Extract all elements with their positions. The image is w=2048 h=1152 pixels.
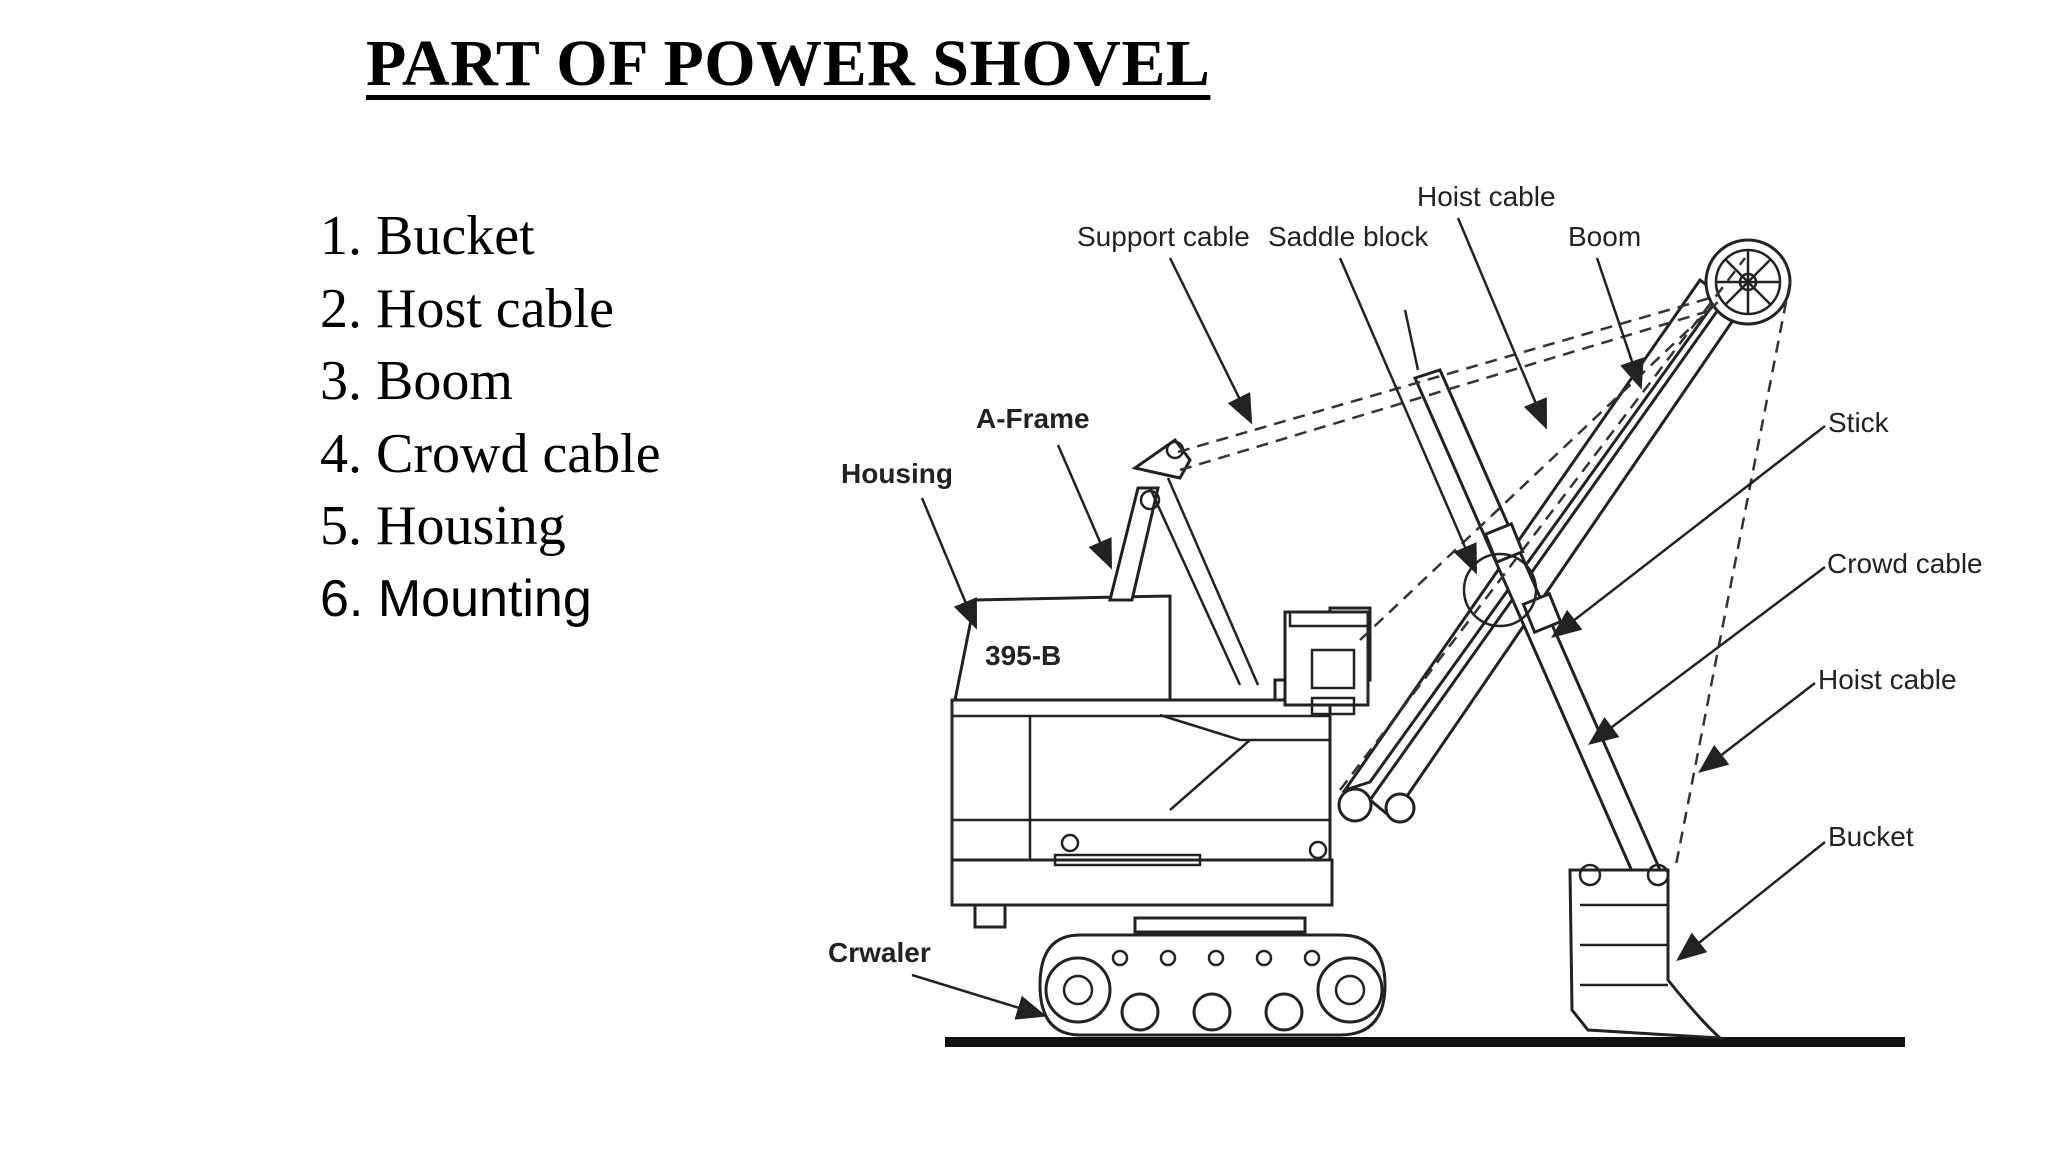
list-item-number: 3. [320, 350, 362, 412]
list-item-number: 1. [320, 205, 362, 267]
slide-title: PART OF POWER SHOVEL [366, 27, 1211, 100]
label-hoist-cable-top: Hoist cable [1417, 181, 1556, 212]
label-boom: Boom [1568, 221, 1641, 252]
leader-hoist-cable-right [1698, 682, 1816, 774]
leader-a-frame [1056, 444, 1112, 570]
list-item: 3. Boom [320, 345, 661, 418]
list-item: 2. Host cable [320, 273, 661, 346]
leader-hoist-cable-top [1456, 217, 1547, 430]
list-item-number: 4. [320, 422, 362, 485]
model-marking: 395-B [985, 640, 1061, 671]
leader-crowd-cable [1588, 566, 1826, 746]
leader-crawler [911, 973, 1047, 1020]
leader-stick [1551, 425, 1826, 639]
list-item: 4. Crowd cable [320, 418, 661, 491]
list-item-number: 5. [320, 495, 362, 557]
label-housing: Housing [841, 458, 953, 489]
list-item-number: 2. [320, 277, 362, 340]
leader-bucket [1676, 841, 1826, 962]
label-support-cable: Support cable [1077, 221, 1250, 252]
a-frame [1108, 437, 1260, 686]
parts-list: 1. Bucket 2. Host cable 3. Boom 4. Crowd… [320, 200, 661, 635]
label-crowd-cable: Crowd cable [1827, 548, 1983, 579]
boom-point-sheave [1704, 238, 1792, 326]
leader-boom [1595, 257, 1644, 390]
housing-body [950, 594, 1372, 929]
label-stick: Stick [1828, 407, 1890, 438]
boom [1337, 277, 1743, 824]
label-saddle-block: Saddle block [1268, 221, 1429, 252]
leader-housing [920, 497, 977, 630]
list-item-label: Boom [376, 350, 513, 412]
list-item-label: Crowd cable [376, 422, 661, 485]
list-item: 6. Mounting [320, 563, 661, 636]
label-a-frame: A-Frame [976, 403, 1090, 434]
leader-support-cable [1168, 257, 1253, 425]
label-hoist-cable-right: Hoist cable [1818, 664, 1957, 695]
list-item-label: Host cable [376, 277, 614, 340]
label-crawler: Crwaler [828, 937, 931, 968]
list-item-number: 6. [320, 569, 364, 628]
bucket [1568, 863, 1725, 1040]
leader-saddle-block [1338, 257, 1477, 575]
list-item-label: Housing [376, 495, 566, 557]
list-item-label: Mounting [377, 569, 592, 628]
list-item-label: Bucket [376, 205, 535, 267]
label-bucket: Bucket [1828, 821, 1914, 852]
crawler-track [1038, 916, 1387, 1037]
list-item: 5. Housing [320, 490, 661, 563]
list-item: 1. Bucket [320, 200, 661, 273]
